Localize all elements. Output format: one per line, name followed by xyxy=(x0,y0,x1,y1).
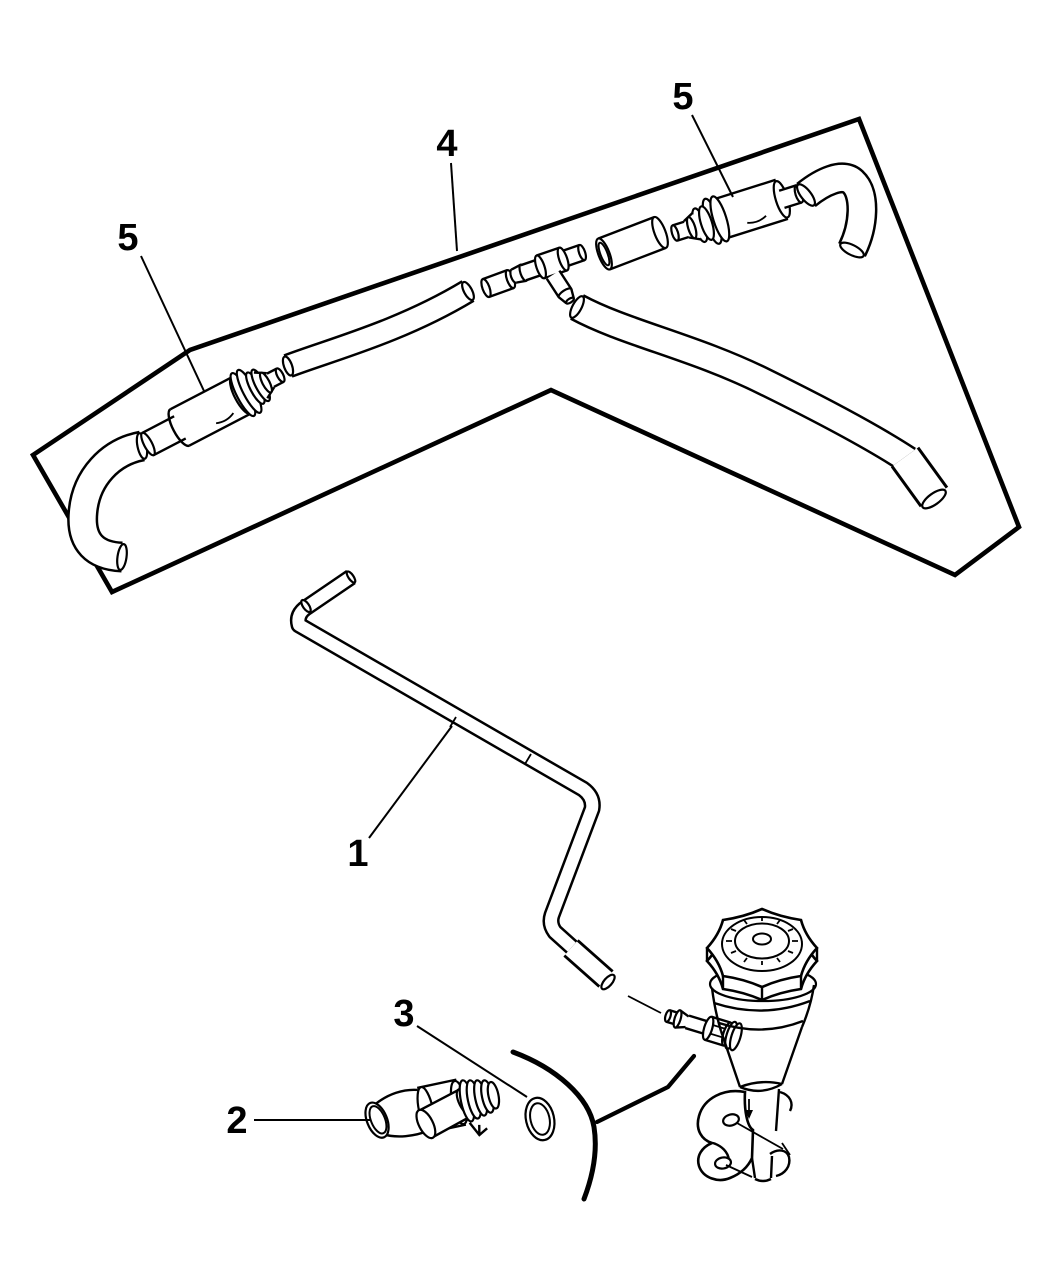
callout-leader-hose-harness-panel xyxy=(450,162,458,252)
callout-label-seal-o-ring: 3 xyxy=(393,993,414,1035)
callout-label-elbow-valve: 2 xyxy=(226,1100,247,1142)
tube-break-ticks xyxy=(449,716,532,765)
hose-short-left xyxy=(281,280,475,378)
sleeve-large xyxy=(595,215,669,271)
valve-clip-tab xyxy=(468,1122,488,1137)
sleeve-small xyxy=(480,269,517,299)
panel-outline xyxy=(29,116,1022,595)
callout-layer: 5 4 5 1 3 2 xyxy=(117,76,734,1142)
vent-tube xyxy=(289,569,616,991)
insert-arrow xyxy=(745,1110,753,1119)
callout-leader-vent-tube xyxy=(368,725,453,839)
pcv-valve-left xyxy=(140,367,286,457)
pcv-valve-right xyxy=(670,178,805,245)
pointer-line xyxy=(594,1053,697,1125)
hose-lower-right xyxy=(569,294,949,510)
callout-label-pcv-valve-left: 5 xyxy=(117,217,138,259)
connector-line xyxy=(627,995,662,1014)
cutaway-arc xyxy=(510,1049,598,1202)
callout-leader-pcv-valve-right xyxy=(691,114,734,198)
callout-label-hose-harness-panel: 4 xyxy=(436,123,457,165)
elbow-hose-right xyxy=(795,162,878,259)
elbow-valve xyxy=(364,1078,501,1140)
callout-leader-pcv-valve-left xyxy=(140,255,205,392)
oil-filler-neck xyxy=(696,907,819,1183)
callout-label-pcv-valve-right: 5 xyxy=(672,76,693,118)
seal-o-ring xyxy=(524,1096,556,1142)
tee-fitting xyxy=(509,243,588,305)
oil-cap xyxy=(705,907,819,989)
stud-lines xyxy=(725,1122,791,1178)
cap-marking xyxy=(726,917,798,965)
mounting-bracket xyxy=(696,1089,755,1182)
elbow-hose-left xyxy=(67,430,149,573)
callout-label-vent-tube: 1 xyxy=(347,833,368,875)
callout-leader-seal-o-ring xyxy=(416,1025,528,1098)
tee-leg xyxy=(545,269,576,305)
bolt-hole-upper xyxy=(722,1113,740,1127)
